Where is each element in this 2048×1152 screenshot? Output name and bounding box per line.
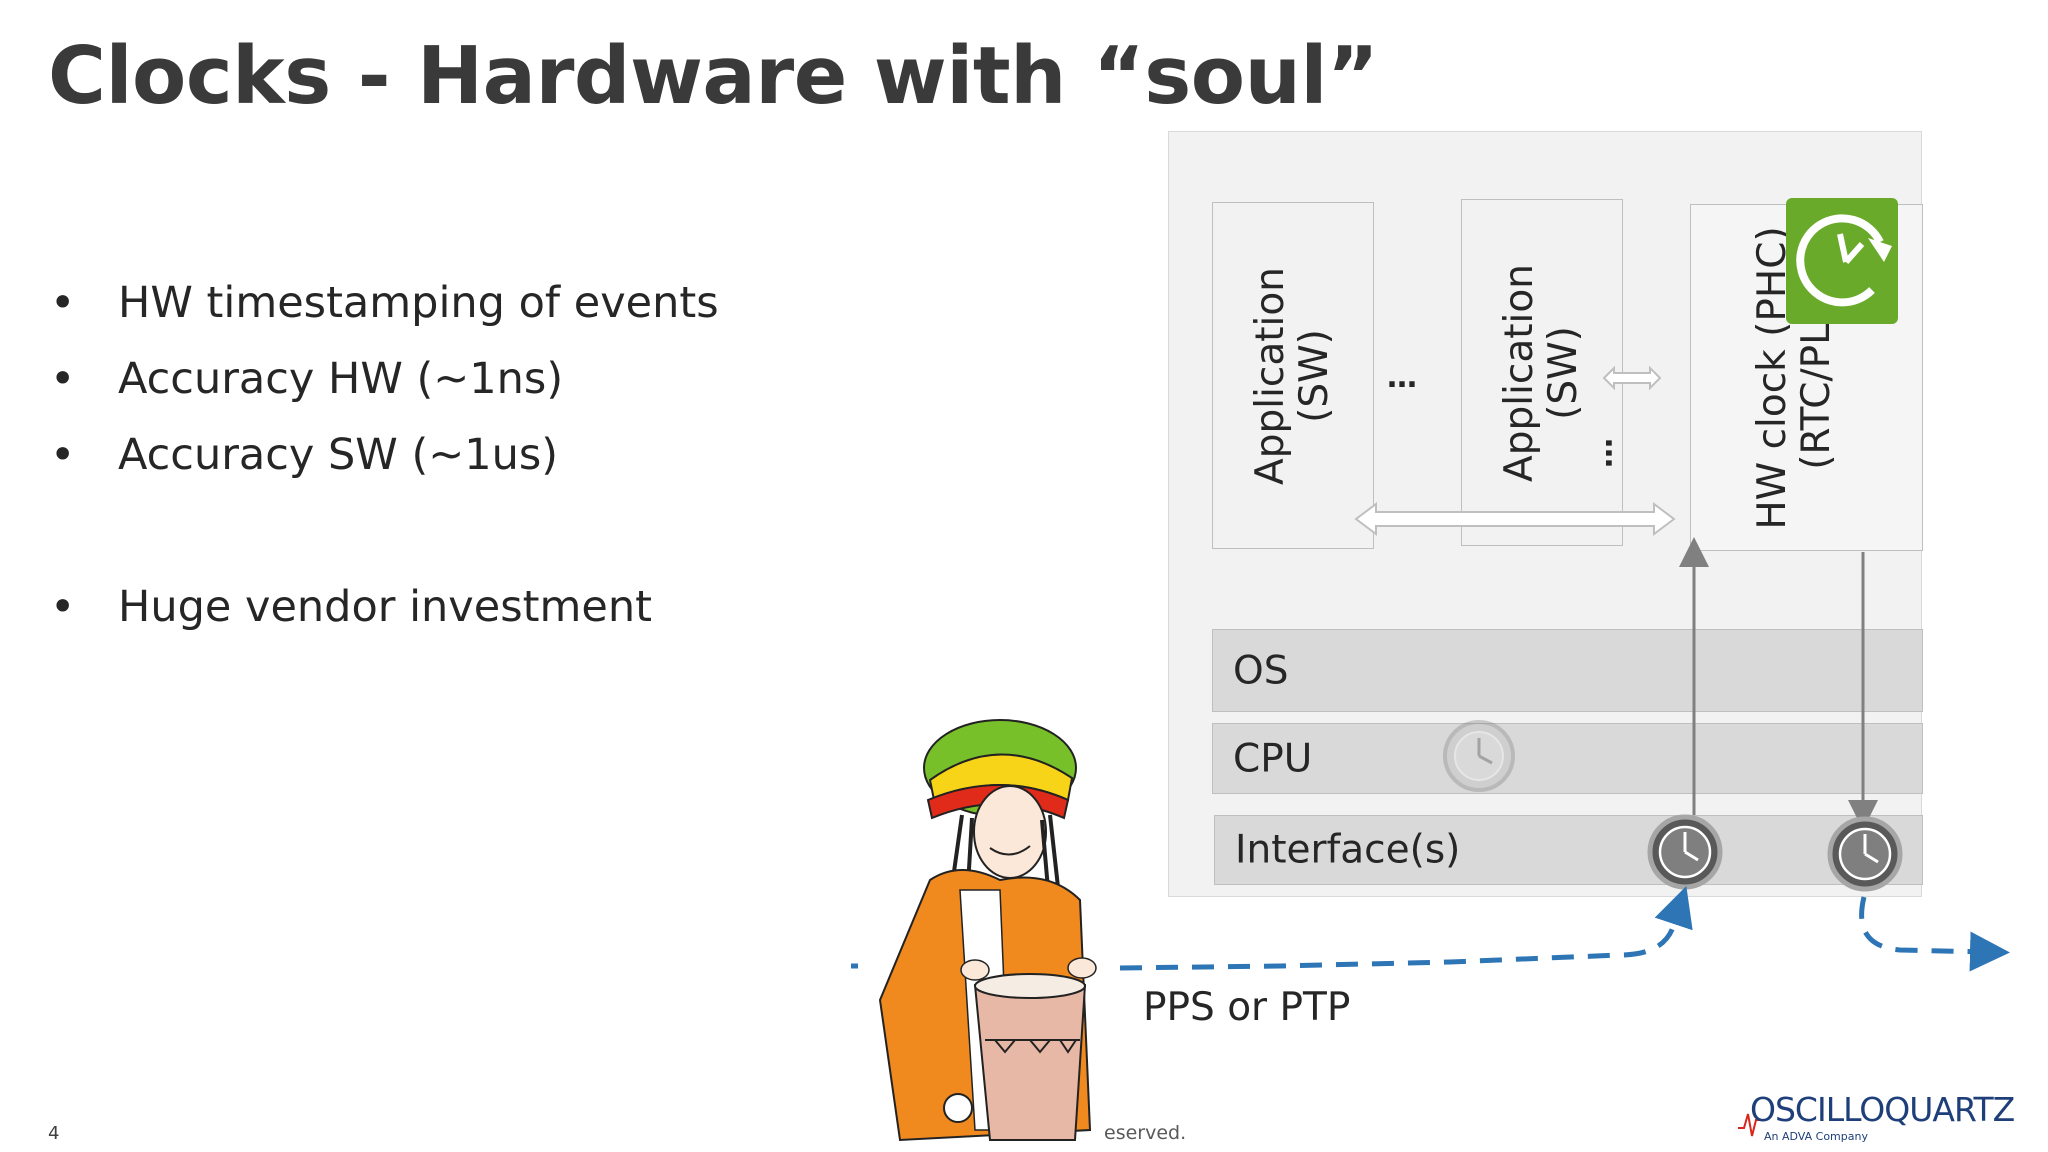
small-double-arrow [1604,368,1660,388]
clock-refresh-icon [1786,198,1898,324]
drummer-illustration [880,720,1096,1140]
company-logo: OSCILLOQUARTZ An ADVA Company [1738,1090,2008,1146]
signal-label: PPS or PTP [1143,985,1350,1030]
logo-tagline: An ADVA Company [1764,1130,1868,1143]
clock-icon [1830,819,1900,889]
page-number: 4 [48,1123,59,1144]
pps-signal-out [1862,897,1990,952]
clock-icon [1445,722,1513,790]
pps-signal-in [1120,905,1680,968]
clock-icon [1650,817,1720,887]
logo-name: OSCILLOQUARTZ [1750,1090,2014,1129]
copyright-fragment: eserved. [1104,1122,1186,1144]
bus-double-arrow [1356,504,1674,534]
